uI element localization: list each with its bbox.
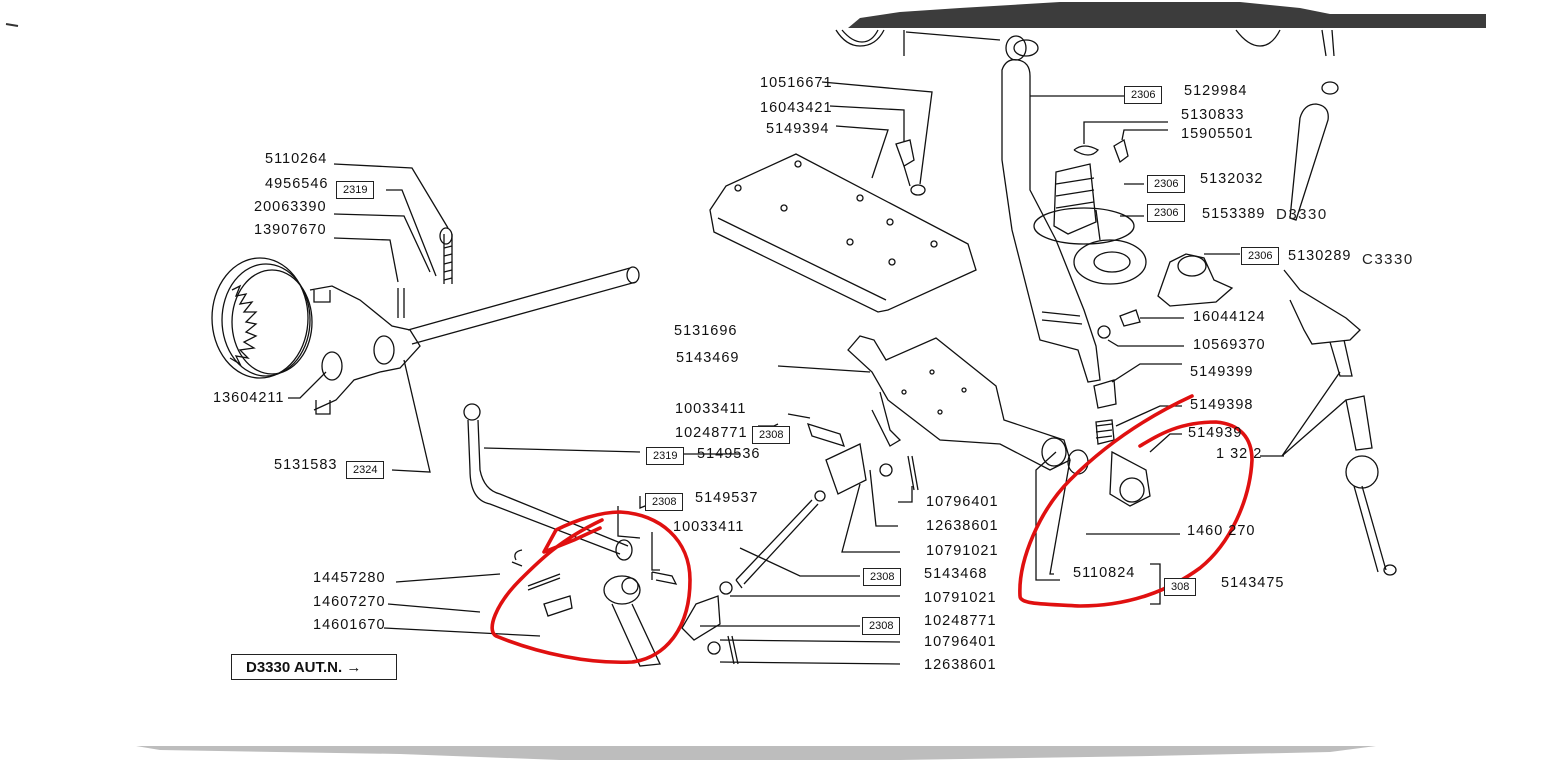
part-label: 10796401	[926, 494, 999, 510]
model-label-c3330: C3330	[1362, 251, 1414, 268]
part-label: 10248771	[924, 613, 997, 629]
part-label: 514939	[1188, 425, 1243, 441]
part-label: 5149398	[1190, 397, 1254, 413]
part-label: 20063390	[254, 199, 327, 215]
part-label: 5110824	[1073, 565, 1136, 581]
ref-box: 2308	[862, 617, 901, 635]
part-label: 5131583	[274, 457, 338, 473]
ref-box: 2324	[346, 461, 385, 479]
ref-box: 2306	[1124, 86, 1163, 104]
part-label: 5130289	[1288, 248, 1352, 264]
part-label: 14607270	[313, 594, 386, 610]
highlight-marks	[490, 394, 1254, 665]
part-label: 5110264	[265, 151, 328, 167]
footer-shadow	[136, 746, 1376, 760]
part-label: 12638601	[926, 518, 999, 534]
part-label: 5149394	[766, 121, 830, 137]
part-label: 16043421	[760, 100, 833, 116]
part-label: 10033411	[675, 401, 747, 417]
part-label: 5143475	[1221, 575, 1285, 591]
part-label: 4956546	[265, 176, 329, 192]
part-label: 10796401	[924, 634, 997, 650]
ref-box: 2306	[1241, 247, 1280, 265]
part-label: 5131696	[674, 323, 738, 339]
part-label: 14457280	[313, 570, 386, 586]
part-label: 5149537	[695, 490, 759, 506]
part-label: 12638601	[924, 657, 997, 673]
part-label: 16044124	[1193, 309, 1266, 325]
ref-box: 2306	[1147, 204, 1186, 222]
part-label: 10569370	[1193, 337, 1266, 353]
model-label-d3330: D3330	[1276, 206, 1328, 223]
part-label: 5153389	[1202, 206, 1266, 222]
part-label: 10791021	[924, 590, 997, 606]
part-label: 14601670	[313, 617, 386, 633]
part-label: 5129984	[1184, 83, 1248, 99]
ref-box: 2306	[1147, 175, 1186, 193]
part-label: 13604211	[213, 390, 285, 406]
highlight-circle-left	[490, 510, 692, 665]
ref-box: 2319	[646, 447, 685, 465]
part-label: 5130833	[1181, 107, 1245, 123]
line-art	[211, 29, 1397, 667]
corner-mark	[5, 23, 19, 27]
ref-box: 2319	[336, 181, 375, 199]
part-label: 10248771	[675, 425, 748, 441]
part-label: 5132032	[1200, 171, 1264, 187]
part-label: 10791021	[926, 543, 999, 559]
part-label: 10516671	[760, 75, 833, 91]
ref-box: 2308	[645, 493, 684, 511]
part-label: 5149536	[697, 446, 761, 462]
part-label: 5143468	[924, 566, 988, 582]
model-note-box: D3330 AUT.N. →	[231, 654, 397, 680]
part-label: 1460 270	[1187, 523, 1256, 539]
ref-box: 308	[1164, 578, 1197, 596]
part-label: 5143469	[676, 350, 740, 366]
part-label: 5149399	[1190, 364, 1254, 380]
part-label: 1 32 2	[1216, 446, 1263, 462]
highlight-circle-right	[1018, 394, 1254, 608]
part-label: 13907670	[254, 222, 327, 238]
ref-box: 2308	[752, 426, 791, 444]
part-label: 10033411	[673, 519, 745, 535]
part-label: 15905501	[1181, 126, 1254, 142]
ref-box: 2308	[863, 568, 902, 586]
top-banner-artifact	[848, 2, 1486, 28]
